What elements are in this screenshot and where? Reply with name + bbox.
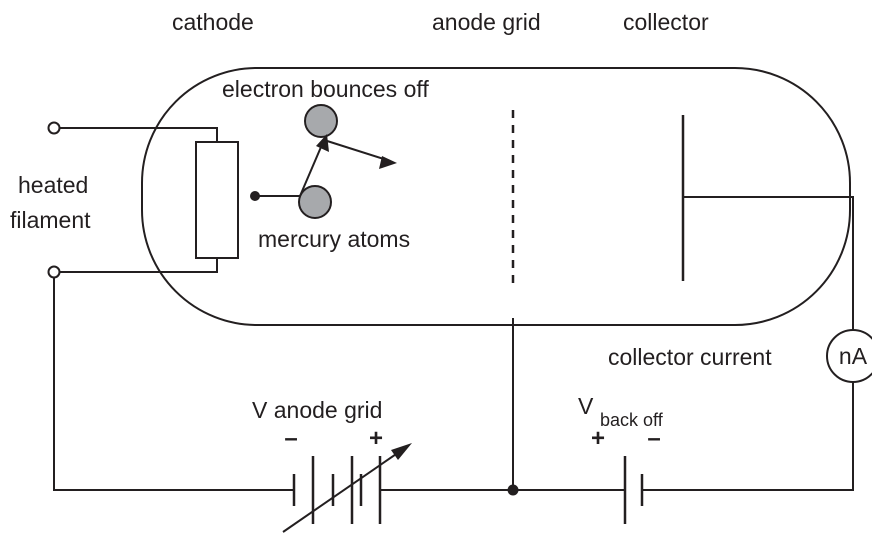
mercury-atom-lower: [298, 185, 332, 219]
variable-battery-icon: [282, 443, 412, 533]
heated-label: heated: [18, 172, 88, 198]
anode-minus-sign: –: [284, 425, 297, 452]
v-back-off-label: V: [578, 393, 594, 419]
electron-bounces-off-label: electron bounces off: [222, 76, 429, 102]
v-back-off-subscript: back off: [600, 410, 664, 430]
v-anode-grid-label: V anode grid: [252, 397, 382, 423]
filament-terminal-top: [47, 121, 61, 135]
junction-dot: [507, 484, 519, 496]
circuit-wire-left: [53, 278, 294, 491]
cathode-label: cathode: [172, 9, 254, 35]
electron-arrowhead-deflected: [379, 156, 397, 169]
filament-label: filament: [10, 207, 91, 233]
collector-current-label: collector current: [608, 344, 772, 370]
filament-wire-bottom: [60, 258, 218, 273]
anode-plus-sign: +: [369, 425, 383, 452]
electron-path-incoming: [299, 139, 325, 197]
ammeter-label: nA: [839, 343, 868, 369]
battery-icon: [623, 456, 644, 524]
backoff-plus-sign: +: [591, 425, 605, 452]
backoff-minus-sign: –: [647, 425, 660, 452]
collector-label: collector: [623, 9, 709, 35]
collector-wire: [683, 196, 854, 330]
circuit-wire-right: [642, 382, 854, 491]
electron-path-deflected: [323, 139, 391, 162]
cathode-dot: [250, 191, 260, 201]
electron-arrowhead-incoming: [316, 134, 329, 152]
mercury-atom-upper: [304, 104, 338, 138]
filament-wire-top: [60, 127, 218, 142]
heated-filament-element: [195, 141, 239, 259]
anode-grid-label: anode grid: [432, 9, 541, 35]
mercury-atoms-label: mercury atoms: [258, 226, 410, 252]
filament-terminal-bottom: [47, 265, 61, 279]
